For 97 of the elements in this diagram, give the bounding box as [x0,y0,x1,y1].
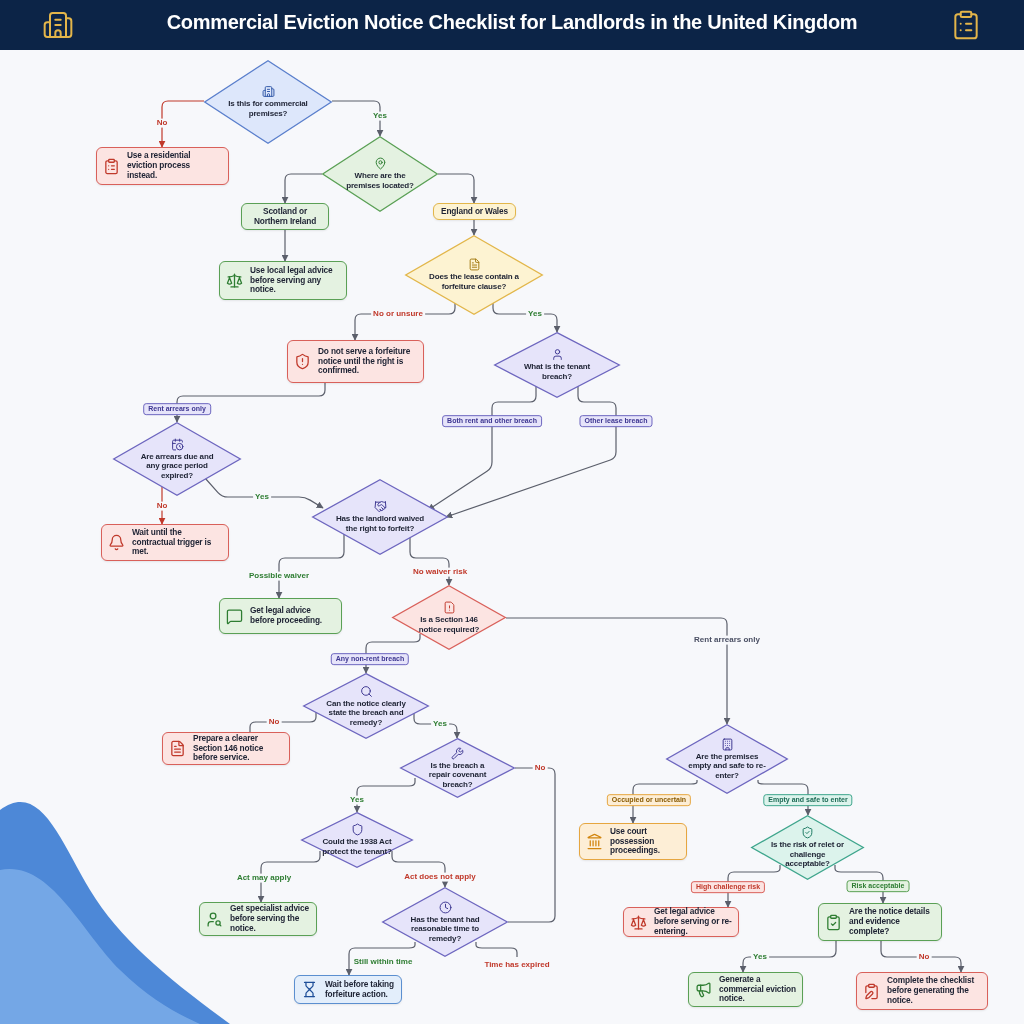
node-text: What is the tenant breach? [522,362,592,382]
arrow [362,633,421,674]
decision-diamond [666,724,788,794]
edge-label: Yes [526,309,544,319]
arrow [409,536,453,586]
process-box [241,203,329,230]
node-text: Is the risk of relet or challenge acceptable? [770,840,845,869]
connector-line [507,767,556,923]
edge-label: Yes [751,952,769,962]
arrow [724,864,781,908]
process-box [101,524,229,561]
process-box [433,203,516,220]
node-text: Use court possession proceedings. [610,826,661,857]
edge-label: Time has expired [482,960,552,970]
edge-label: Yes [431,719,449,729]
decision-diamond [312,479,448,555]
edge-label: Yes [253,492,271,502]
node-text: Are the notice details and evidence complete? [849,907,931,937]
decision-diamond [204,60,332,144]
node-text: Has the tenant had reasonable time to remedy? [409,914,481,944]
arrow [281,173,323,204]
node-text: Wait until the contractual trigger is met. [132,527,213,558]
arrow [391,850,449,888]
decision-diamond [400,738,515,798]
arrow [739,940,837,973]
process-box [199,902,317,936]
edge-label: No [266,717,282,727]
node-text: Does the lease contain a forfeiture clause? [428,272,520,292]
node-text: Get specialist advice before serving the notice. [230,904,310,934]
process-box [818,903,942,941]
node-text: Are the premises empty and safe to re-enter? [687,751,767,781]
decision-diamond [392,585,506,650]
node-text: Scotland or Northern Ireland [252,206,318,227]
node-text: Is a Section 146 notice required? [417,614,481,635]
edge-label: No waiver risk [410,567,470,577]
edge-label: No [532,763,548,773]
node-text: Can the notice clearly state the breach and remedy? [325,698,407,728]
process-box [287,340,424,383]
arrow [505,617,731,725]
arrow [173,382,326,423]
process-box [579,823,687,860]
node-text: Are arrears due and any grace period expired? [139,451,215,481]
process-box [219,261,347,300]
node-text: Complete the checklist before generating the notice. [887,976,976,1006]
node-text: Is this for commercial premises? [227,99,309,119]
node-text: Use local legal advice before serving any notice. [250,265,334,296]
edge-label: Yes [371,111,389,121]
decision-diamond [301,812,413,868]
node-text: Wait before taking forfeiture action. [325,979,395,1000]
node-text: Where are the premises located? [345,171,415,191]
node-text: Has the landlord waived the right to forfeit? [335,514,425,534]
process-box [96,147,229,185]
decision-diamond [382,887,508,957]
edge-label: No [154,501,170,511]
edge-label: Rent arrears only [692,635,762,645]
arrow [629,779,698,824]
decision-diamond [322,136,438,212]
arrow [204,477,324,509]
node-text: Prepare a clearer Section 146 notice before service. [193,733,265,764]
process-box [688,972,803,1007]
arrow [757,779,812,816]
process-box [623,907,739,937]
arrow [281,229,289,262]
node-text: Generate a commercial eviction notice. [719,974,796,1005]
arrow [445,385,617,519]
arrow [470,219,478,236]
process-box [856,972,988,1010]
edge-label: No [154,118,170,128]
arrow [834,864,887,904]
edge-label: Possible waiver [247,571,311,581]
process-box [219,598,342,634]
arrow [437,173,478,204]
edge-label: Act does not apply [402,872,478,882]
node-text: Get legal advice before proceeding. [250,606,323,626]
node-text: Get legal advice before serving or re-entering. [654,907,732,937]
edge-label: No [916,952,932,962]
decision-diamond [751,815,864,880]
decision-diamond [113,422,241,496]
node-text: Do not serve a forfeiture notice until the right is confirmed. [318,346,412,377]
title: Commercial Eviction Notice Checklist for Landlords in the United Kingdom [165,11,859,34]
arrow [158,100,205,148]
process-box [162,732,290,765]
edge-label: Yes [348,795,366,805]
decision-diamond [494,332,620,398]
node-text: Use a residential eviction process instead. [127,151,192,181]
edge-label: Still within time [351,957,415,967]
decision-diamond [303,673,429,739]
arrow [158,486,166,525]
edge-label: No or unsure [371,309,425,319]
node-text: Is the breach a repair covenant breach? [427,760,488,790]
connector-line [249,711,317,733]
arrow [331,100,384,137]
node-text: England or Wales [441,206,508,217]
node-text: Could the 1938 Act protect the tenant? [321,837,393,857]
process-box [294,975,402,1004]
edge-label: Act may apply [234,873,294,883]
arrow [353,777,416,813]
